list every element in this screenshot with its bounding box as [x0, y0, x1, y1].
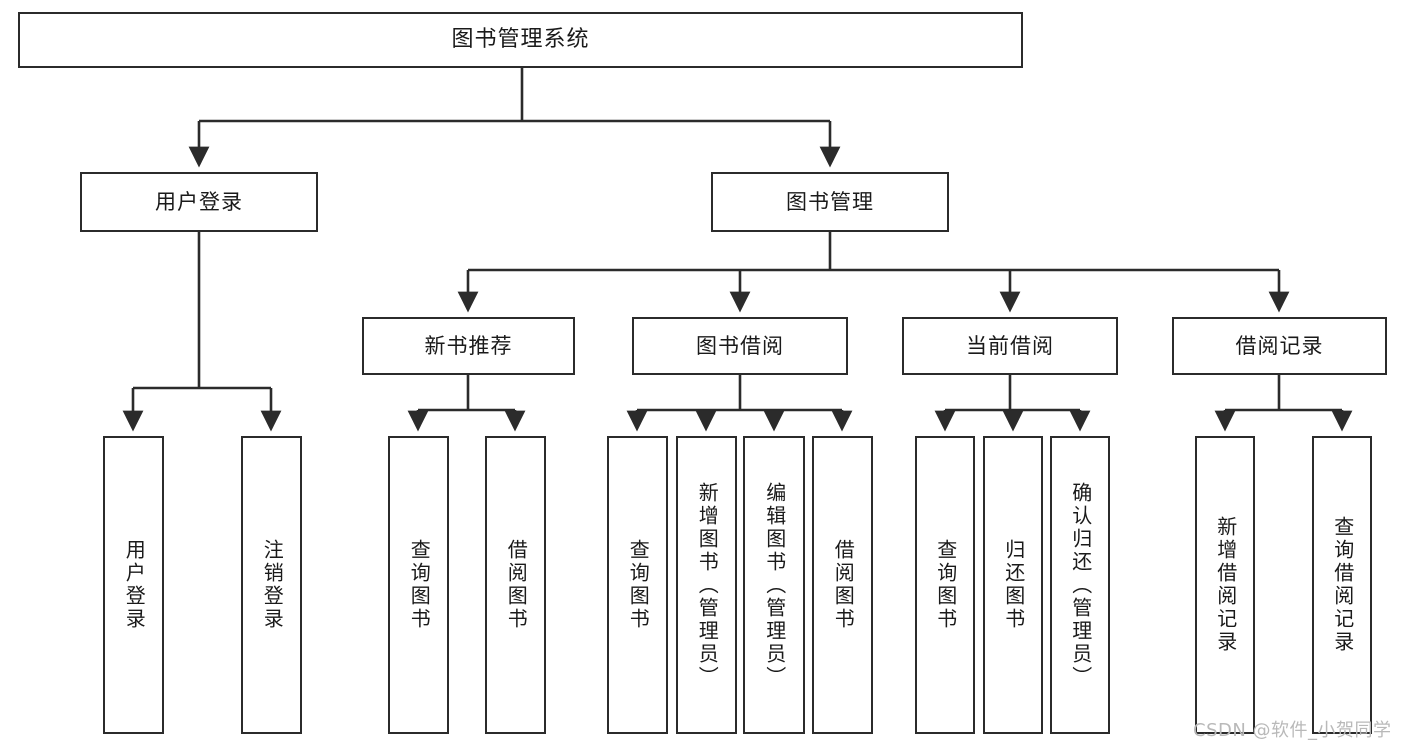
node-book-borrow[interactable]: 图书借阅 [632, 317, 848, 375]
node-label: 查询图书 [933, 539, 958, 631]
node-label: 图书借阅 [696, 333, 784, 358]
node-root-system[interactable]: 图书管理系统 [18, 12, 1023, 68]
node-label: 新增图书（管理员） [695, 481, 720, 689]
node-label: 借阅记录 [1235, 333, 1324, 358]
node-leaf-borrow-book-borrow[interactable]: 借阅图书 [812, 436, 873, 734]
node-leaf-query-borrow-record[interactable]: 查询借阅记录 [1312, 436, 1372, 734]
node-leaf-query-book-recommend[interactable]: 查询图书 [388, 436, 449, 734]
node-leaf-add-borrow-record[interactable]: 新增借阅记录 [1195, 436, 1255, 734]
node-label: 用户登录 [155, 189, 243, 214]
node-label: 查询图书 [626, 539, 651, 631]
node-label: 查询图书 [407, 539, 432, 631]
node-label: 新书推荐 [424, 333, 513, 358]
node-label: 归还图书 [1001, 539, 1026, 631]
node-label: 图书管理 [786, 189, 874, 214]
watermark: CSDN @软件_小贺同学 [1193, 720, 1392, 741]
node-user-login[interactable]: 用户登录 [80, 172, 318, 232]
node-leaf-borrow-book-recommend[interactable]: 借阅图书 [485, 436, 546, 734]
node-label: 用户登录 [122, 539, 147, 631]
node-label: 注销登录 [260, 539, 285, 631]
node-new-book-recommend[interactable]: 新书推荐 [362, 317, 575, 375]
node-label: 借阅图书 [504, 539, 529, 631]
node-book-manage[interactable]: 图书管理 [711, 172, 949, 232]
node-leaf-return-book[interactable]: 归还图书 [983, 436, 1043, 734]
node-label: 新增借阅记录 [1213, 516, 1238, 654]
node-leaf-confirm-return-admin[interactable]: 确认归还（管理员） [1050, 436, 1110, 734]
node-label: 当前借阅 [966, 333, 1054, 358]
node-leaf-query-book-current[interactable]: 查询图书 [915, 436, 975, 734]
node-leaf-user-login[interactable]: 用户登录 [103, 436, 164, 734]
node-label: 借阅图书 [831, 539, 856, 631]
node-label: 查询借阅记录 [1330, 516, 1355, 654]
node-leaf-add-book-admin[interactable]: 新增图书（管理员） [676, 436, 737, 734]
node-borrow-record[interactable]: 借阅记录 [1172, 317, 1387, 375]
node-current-borrow[interactable]: 当前借阅 [902, 317, 1118, 375]
node-label: 图书管理系统 [451, 27, 590, 53]
node-label: 编辑图书（管理员） [762, 481, 787, 689]
node-leaf-logout-login[interactable]: 注销登录 [241, 436, 302, 734]
node-label: 确认归还（管理员） [1068, 481, 1093, 689]
node-leaf-edit-book-admin[interactable]: 编辑图书（管理员） [743, 436, 805, 734]
node-leaf-query-book-borrow[interactable]: 查询图书 [607, 436, 668, 734]
